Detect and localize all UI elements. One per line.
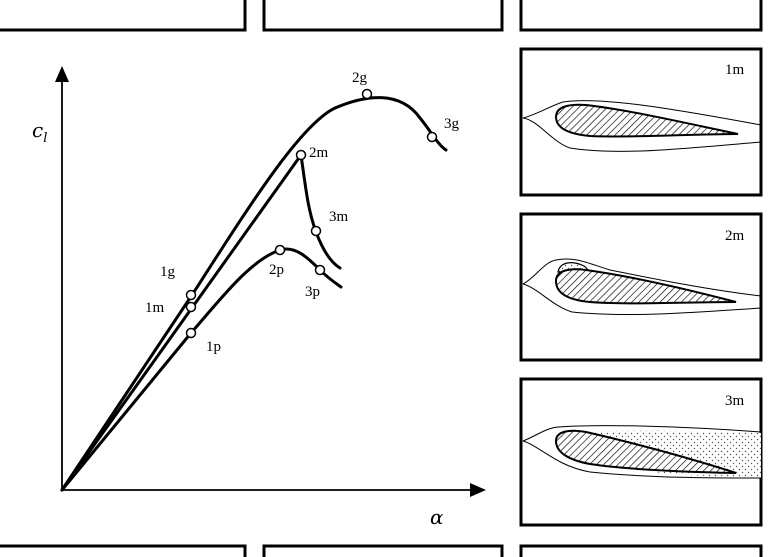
curve-points (185, 88, 438, 339)
flow-panel-3-label: 3m (725, 393, 745, 409)
label-3p: 3p (305, 284, 320, 300)
curve-g (60, 96, 448, 492)
point-3m (310, 225, 322, 237)
y-axis-label: cl (32, 118, 47, 146)
point-3p (314, 264, 326, 276)
flow-panel-1-frame (519, 47, 763, 197)
label-3g: 3g (444, 116, 460, 132)
curve-p (60, 247, 343, 492)
streamline-upper (522, 100, 762, 126)
airfoil-2 (554, 268, 737, 305)
label-1p: 1p (206, 339, 221, 355)
streamline-lower (522, 283, 762, 316)
point-2g (361, 88, 373, 100)
label-3m: 3m (329, 209, 349, 225)
airfoil-1 (554, 103, 739, 138)
y-axis-arrow (55, 66, 69, 82)
streamline-lower (522, 440, 762, 479)
flow-panel-2-frame (519, 212, 763, 362)
flow-panel-1-label: 1m (725, 62, 745, 78)
airfoil-3 (554, 429, 737, 474)
axes: cl α (32, 66, 486, 529)
label-2p: 2p (269, 262, 284, 278)
label-2m: 2m (309, 145, 329, 161)
point-1p (185, 327, 197, 339)
point-1m (185, 301, 197, 313)
point-3g (426, 131, 438, 143)
point-2m (295, 149, 307, 161)
label-1g: 1g (160, 264, 176, 280)
point-1g (185, 289, 197, 301)
point-2p (274, 244, 286, 256)
flow-panel-3: 3m (519, 377, 763, 527)
x-axis-arrow (470, 483, 486, 497)
cropped-frame-top-left (0, 0, 247, 32)
cropped-frame-bottom-middle (262, 544, 504, 557)
streamline-upper (522, 425, 762, 442)
cropped-frame-top-right (519, 0, 763, 32)
cropped-frame-bottom-right (519, 544, 763, 557)
point-labels: 1g 1m 1p 2g 2m 2p 3g 3m 3p (145, 70, 460, 355)
streamline-upper (522, 258, 762, 297)
streamline-lower (522, 117, 762, 152)
lift-curves (60, 96, 448, 492)
flow-panel-2-label: 2m (725, 228, 745, 244)
label-2g: 2g (352, 70, 368, 86)
cropped-frame-top-middle (262, 0, 504, 32)
label-1m: 1m (145, 300, 165, 316)
x-axis-label: α (430, 505, 444, 529)
flow-panel-2: 2m (519, 212, 763, 362)
cropped-frame-bottom-left (0, 544, 247, 557)
flow-panel-1: 1m (519, 47, 763, 197)
